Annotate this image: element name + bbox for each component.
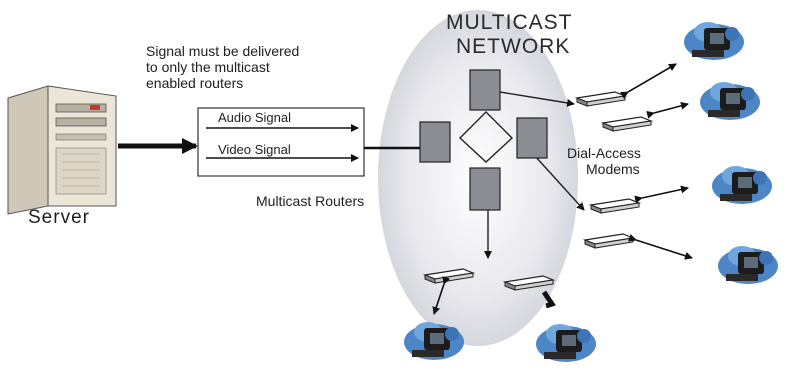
- multicast-routers-label: Multicast Routers: [256, 193, 364, 209]
- modem-4: [585, 234, 633, 248]
- router-left: [420, 122, 450, 162]
- note-line-1: Signal must be delivered: [146, 44, 299, 59]
- user-computer-icon: [718, 246, 778, 284]
- router-bottom: [470, 168, 500, 210]
- title-line-2: NETWORK: [456, 36, 570, 58]
- user-computer-icon: [536, 324, 596, 362]
- server-label: Server: [28, 210, 90, 226]
- router-right: [517, 118, 547, 158]
- user-computer-icon: [700, 82, 760, 120]
- modems-label: Modems: [586, 161, 640, 177]
- audio-signal-label: Audio Signal: [218, 110, 291, 126]
- note-line-3: enabled routers: [146, 76, 243, 91]
- router-top: [470, 70, 500, 110]
- user-computer-icon: [404, 322, 464, 360]
- video-signal-label: Video Signal: [218, 142, 291, 158]
- modem-3: [591, 199, 639, 213]
- modem-2: [603, 117, 651, 131]
- user-computer-icon: [684, 22, 744, 60]
- title-line-1: MULTICAST: [446, 12, 572, 34]
- modem-1: [577, 92, 625, 106]
- dial-access-label: Dial-Access: [567, 145, 641, 161]
- user-computer-icon: [712, 166, 772, 204]
- note-line-2: to only the multicast: [146, 60, 270, 75]
- server-icon: [8, 86, 116, 214]
